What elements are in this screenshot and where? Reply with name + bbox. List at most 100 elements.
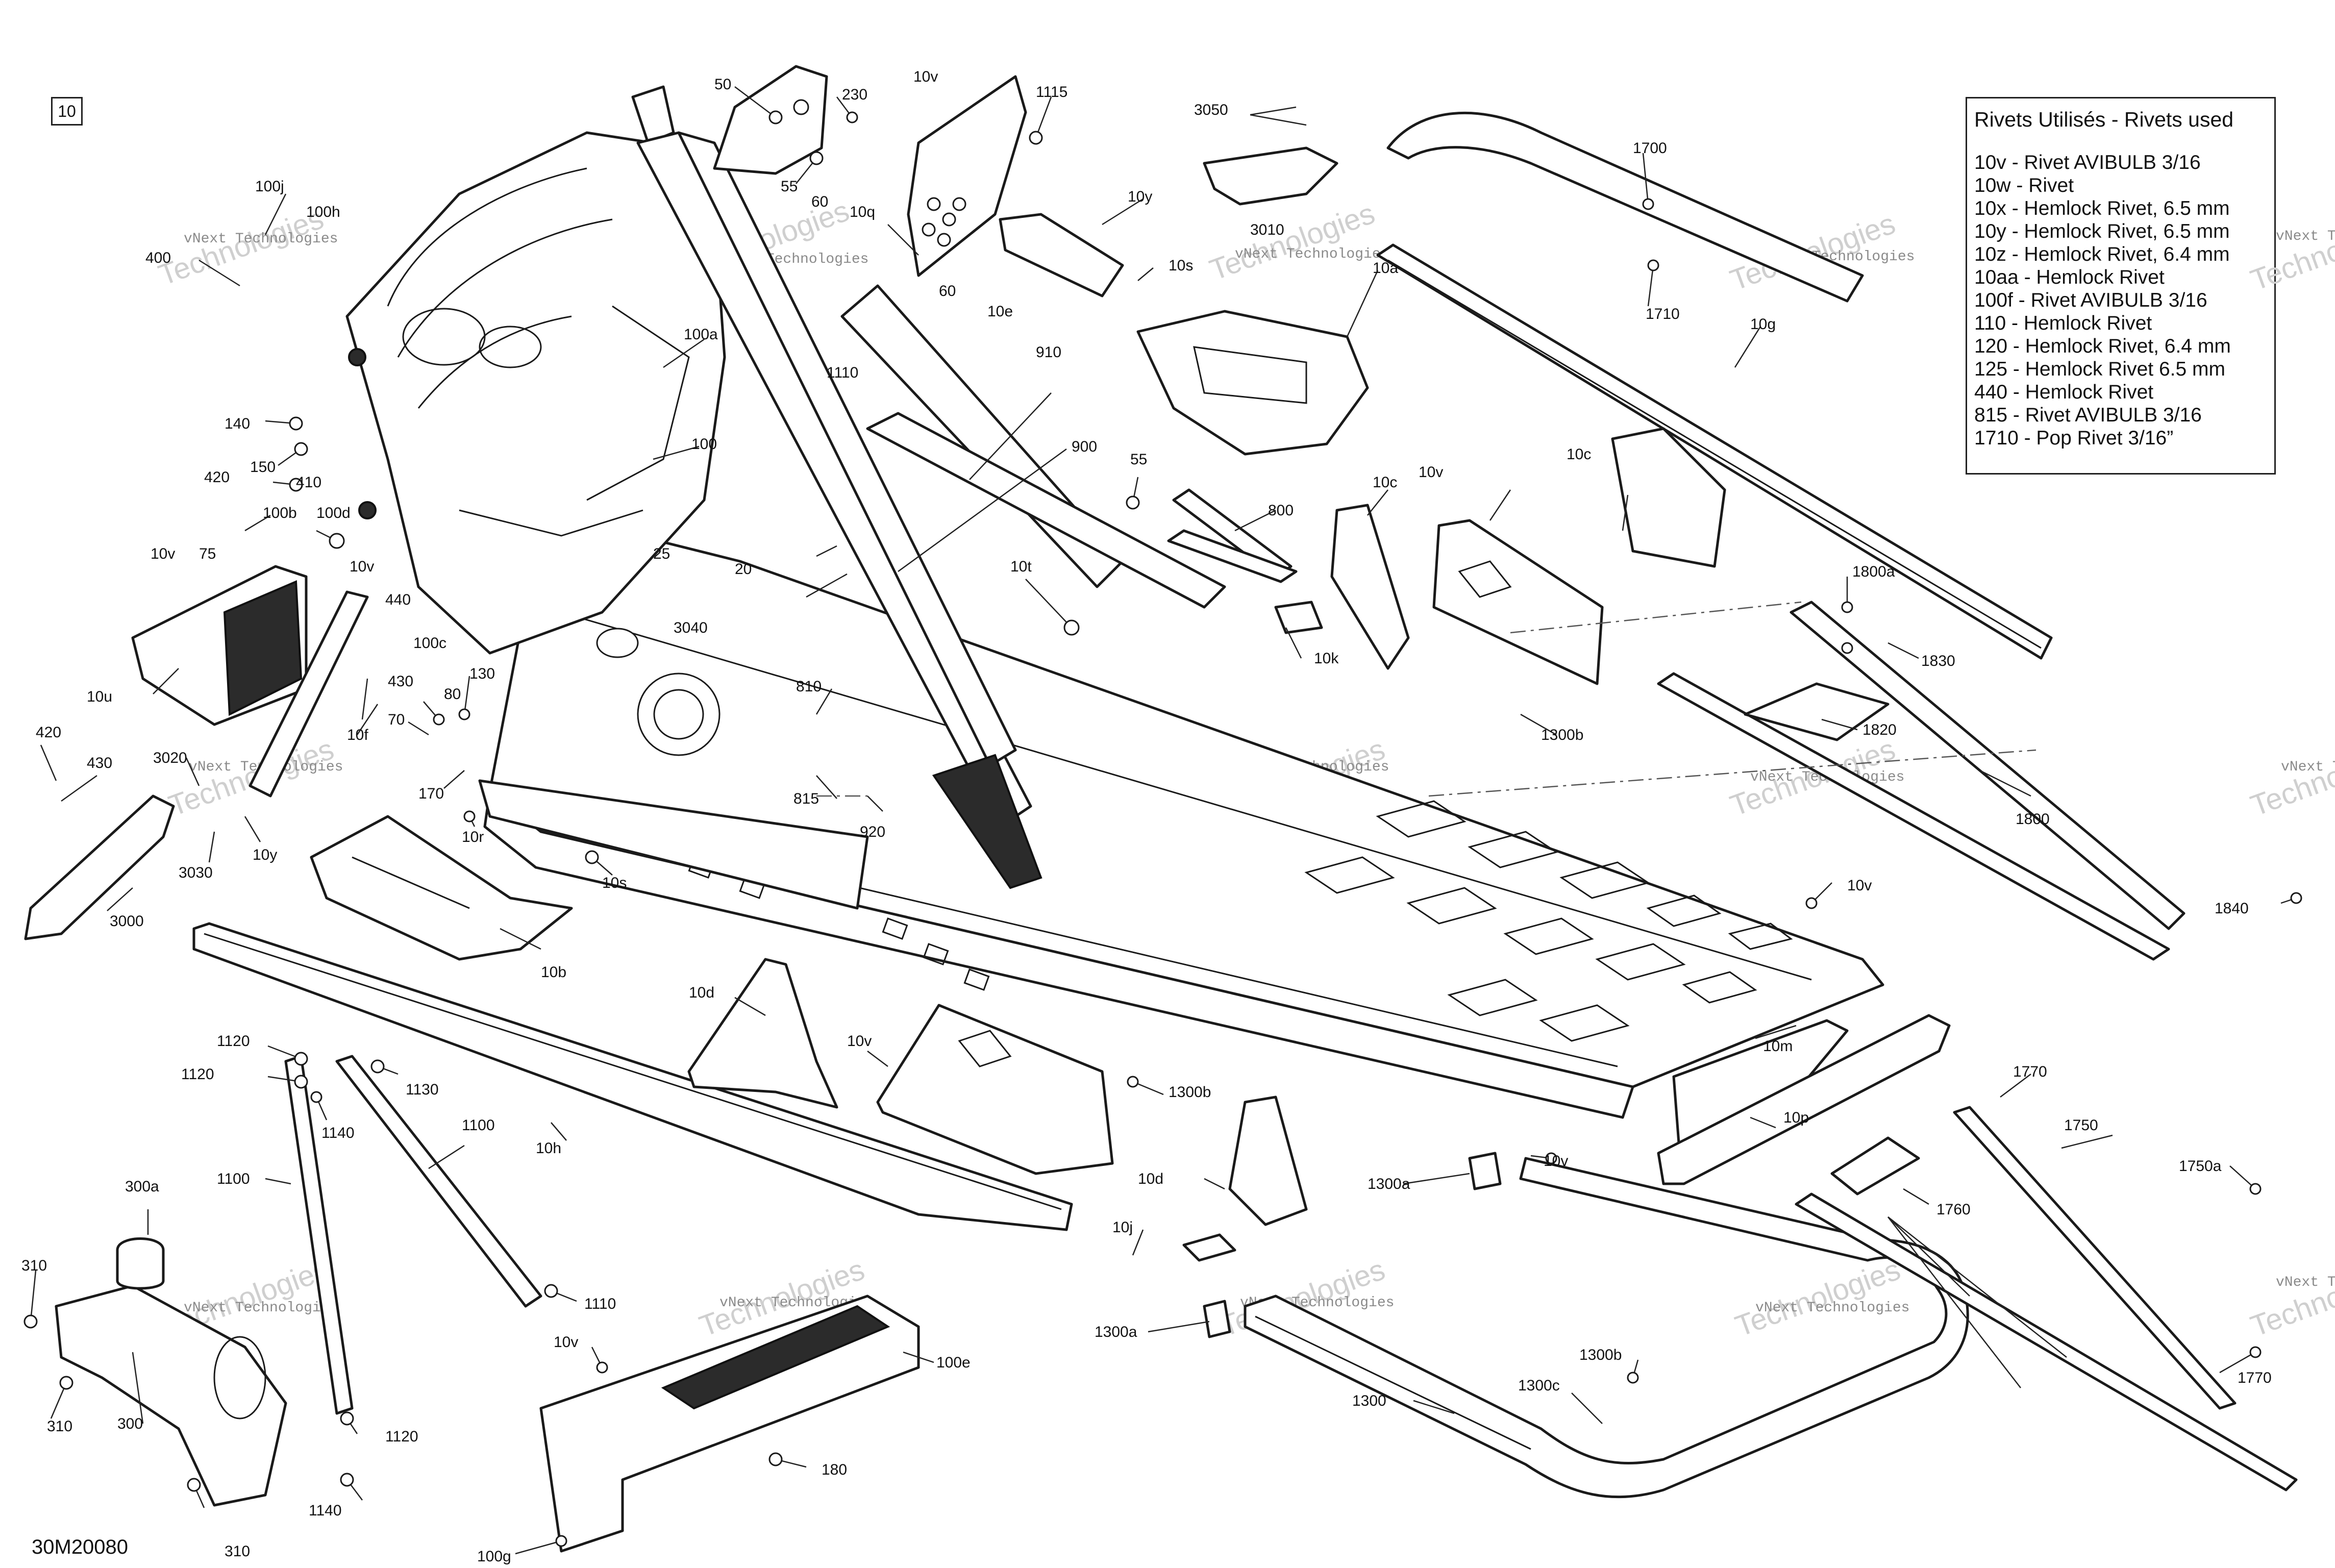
callout-label: 10h [536,1140,561,1157]
footrest-strip-10g [1376,243,2053,660]
callout-label: 10v [847,1033,872,1050]
legend-title: Rivets Utilisés - Rivets used [1974,108,2234,131]
callout-label: 100 [691,436,717,453]
callout-label: 100h [306,204,340,220]
callout-label: 10c [1567,446,1591,463]
plate-10j [1182,1233,1236,1262]
running-board-1700 [1386,111,1864,303]
callout-label: 1800 [2016,811,2050,828]
callout-label: 140 [225,415,250,432]
callout-label: 310 [21,1257,47,1274]
plate-10k [1274,601,1323,634]
legend-item: 120 - Hemlock Rivet, 6.4 mm [1974,335,2231,357]
callout-label: 3030 [179,864,213,881]
watermark: vNext Technologies [1235,246,1389,262]
callout-label: 1130 [406,1081,439,1098]
callout-label: 1700 [1633,140,1667,157]
callout-label: 10c [1373,474,1397,491]
callout-label: 10v [1847,877,1872,894]
callout-label: 1820 [1862,721,1897,738]
callout-label: 1300 [1352,1392,1386,1409]
callout-label: 1770 [2238,1370,2272,1386]
callout-label: 60 [939,283,956,300]
callout-label: 1110 [584,1296,616,1312]
callout-label: 20 [735,561,752,578]
callout-label: 10j [1112,1219,1133,1236]
callout-label: 10e [987,303,1013,320]
callout-label: 10v [913,68,938,85]
callout-label: 430 [87,755,112,771]
callout-label: 420 [204,469,230,486]
callout-label: 1120 [181,1066,214,1083]
watermark: Technologies [164,732,338,823]
callout-label: 1100 [217,1171,250,1187]
callout-label: 3040 [674,619,708,636]
bracket-10m [1672,1019,1849,1144]
assembly-lines [816,601,2036,797]
callout-label: 10q [850,204,875,220]
callout-label: 900 [1072,438,1097,455]
rear-rail-1800 [1657,601,2185,961]
callout-label: 1120 [217,1033,250,1050]
legend-item: 125 - Hemlock Rivet 6.5 mm [1974,358,2225,380]
plate-10c [1330,427,1726,685]
callout-label: 10t [1010,558,1032,575]
bracket-3010 [1203,146,1338,206]
rivet-legend: Rivets Utilisés - Rivets used 10v - Rive… [1966,97,2276,475]
watermark: Technologies [1205,196,1379,287]
callout-label: 1830 [1921,653,1955,669]
callout-label: 1300b [1541,727,1583,743]
callout-label: 420 [36,724,61,741]
watermark: Technologies [2246,1253,2335,1343]
callout-label: 910 [1036,344,1061,361]
callout-label: 80 [444,686,461,703]
watermark: vNext Technologies [184,1300,338,1316]
plate-1300b [876,1004,1114,1175]
callout-label: 1115 [1036,84,1067,101]
callout-label: 55 [1130,451,1147,468]
callout-label: 1300b [1579,1347,1622,1363]
callout-label: 130 [469,665,495,682]
legend-item: 10y - Hemlock Rivet, 6.5 mm [1974,220,2230,242]
callout-label: 100e [936,1354,971,1371]
callout-label: 50 [714,76,731,93]
callout-label: 100c [413,635,446,652]
callout-label: 10v [1419,464,1443,481]
callout-label: 100b [263,505,297,521]
callout-label: 180 [822,1461,847,1478]
callout-label: 430 [388,673,413,690]
callout-label: 1710 [1646,306,1680,322]
callout-label: 100g [477,1548,511,1565]
front-frame-assembly [345,85,726,655]
callout-label: 3000 [110,913,144,930]
callout-label: 1750a [2179,1158,2222,1175]
drawing-id: 30M20080 [32,1536,129,1558]
callout-label: 230 [842,86,867,103]
legend-item: 10z - Hemlock Rivet, 6.4 mm [1974,243,2230,265]
callout-label: 10k [1314,650,1339,667]
runner-10h [192,922,1073,1231]
callout-label: 300 [117,1415,143,1432]
callout-label: 60 [811,193,828,210]
callout-label: 3010 [1250,221,1284,238]
callout-labels: 50 55 60 230 10v 1115 3050 3010 1700 171… [21,68,2272,1565]
callout-label: 150 [250,459,276,476]
callout-label: 10v [151,545,175,562]
callout-label: 1140 [309,1502,342,1519]
bracket-3000 [24,794,175,940]
legend-item: 1710 - Pop Rivet 3/16” [1974,427,2174,449]
watermark: Technologies [2246,207,2335,297]
watermark: vNext Technologies [184,231,338,247]
callout-label: 10y [1128,188,1152,205]
callout-label: 440 [385,591,411,608]
watermark: Technologies [2246,732,2335,823]
fasteners [23,110,2302,1547]
callout-label: 815 [793,790,819,807]
callout-label: 1140 [321,1125,355,1141]
callout-label: 310 [47,1418,72,1435]
bracket-10p [1657,1014,1951,1185]
watermark: vNext Technologies [1755,1300,1909,1316]
callout-label: 170 [418,785,444,802]
callout-label: 10r [462,829,484,845]
page-number-box: 10 [51,97,83,126]
